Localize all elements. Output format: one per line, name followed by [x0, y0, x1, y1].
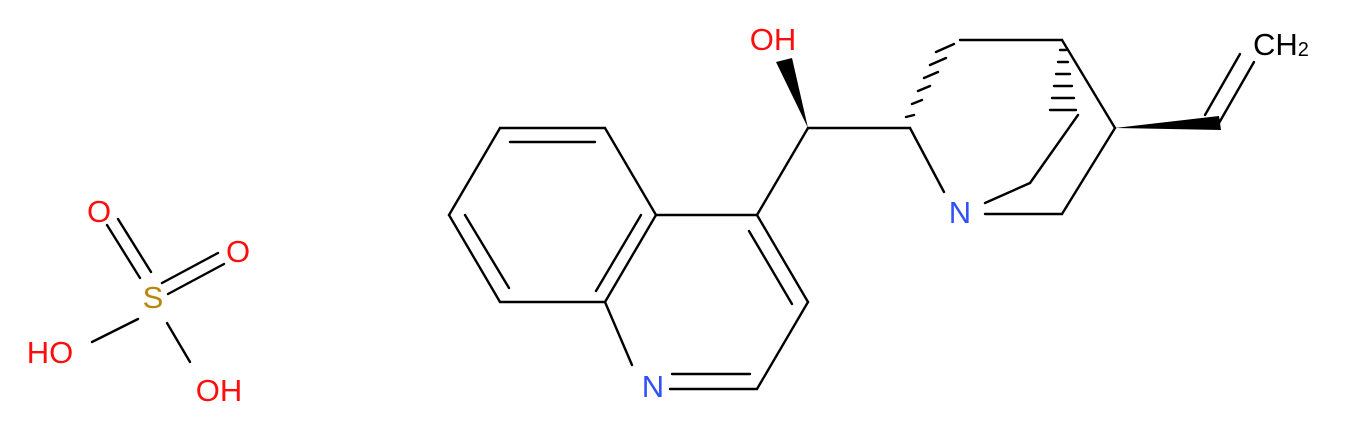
bond-c4-c3: [1060, 38, 1117, 130]
atom-oh-left: HO: [27, 335, 74, 370]
bond-s-o-right-b: [166, 262, 226, 296]
atom-vinyl-ch-text: CH: [1253, 27, 1298, 62]
atom-quinuclidine-n: N: [949, 195, 971, 230]
bond-p2-inner: [747, 229, 794, 306]
atom-o-top: O: [87, 194, 111, 229]
quinuclidine-cage: N: [904, 38, 1117, 230]
bond-p2: [755, 213, 810, 304]
hash-line: [904, 113, 916, 119]
bond-s-o-top-a: [105, 223, 142, 280]
wedge-c9-oh: [776, 58, 808, 128]
vinyl-group: CH2: [1115, 27, 1309, 130]
bond-s-o-top-b: [116, 217, 153, 274]
atom-vinyl-ch2: CH2: [1253, 27, 1309, 62]
bond-c5-c6: [1028, 113, 1080, 185]
hash-line: [934, 42, 956, 54]
bond-vinyl-b: [1203, 52, 1242, 117]
sulfuric-acid: O O S HO OH: [27, 194, 250, 408]
atom-o-right: O: [226, 234, 250, 269]
bond-c8-n: [908, 126, 946, 194]
bond-q2: [603, 126, 658, 217]
atom-quinoline-n: N: [642, 369, 664, 404]
bond-q3: [603, 213, 658, 304]
atom-sulfur: S: [143, 280, 164, 315]
atom-oh-bottom: OH: [196, 373, 243, 408]
bond-s-oh-left: [90, 317, 140, 344]
atom-vinyl-sub-text: 2: [1298, 39, 1309, 61]
bond-p3: [755, 300, 810, 391]
hash-line: [922, 70, 940, 80]
bond-q5-inner: [463, 213, 511, 290]
atom-hydroxyl: OH: [750, 22, 797, 57]
wedge-c3-vinyl: [1115, 116, 1221, 130]
hash-c8-c7: [904, 42, 956, 119]
hash-line: [928, 56, 948, 67]
bond-q5: [447, 213, 502, 304]
hash-line: [916, 84, 932, 93]
hash-line: [910, 98, 924, 106]
bond-c2-c3: [1060, 126, 1117, 216]
carbinol-center: OH: [750, 22, 912, 217]
bond-q-c9: [755, 126, 810, 217]
bond-s-oh-bottom: [165, 321, 192, 364]
quinoline-ring: N: [447, 126, 810, 404]
bond-q6: [447, 126, 502, 217]
bond-vinyl-a: [1217, 60, 1256, 125]
bond-s-o-right-a: [160, 251, 220, 285]
bond-c6-n: [983, 181, 1032, 205]
bond-q3-inner: [594, 213, 643, 293]
bond-p5: [603, 300, 634, 367]
hash-c4-c5: [1048, 48, 1078, 112]
